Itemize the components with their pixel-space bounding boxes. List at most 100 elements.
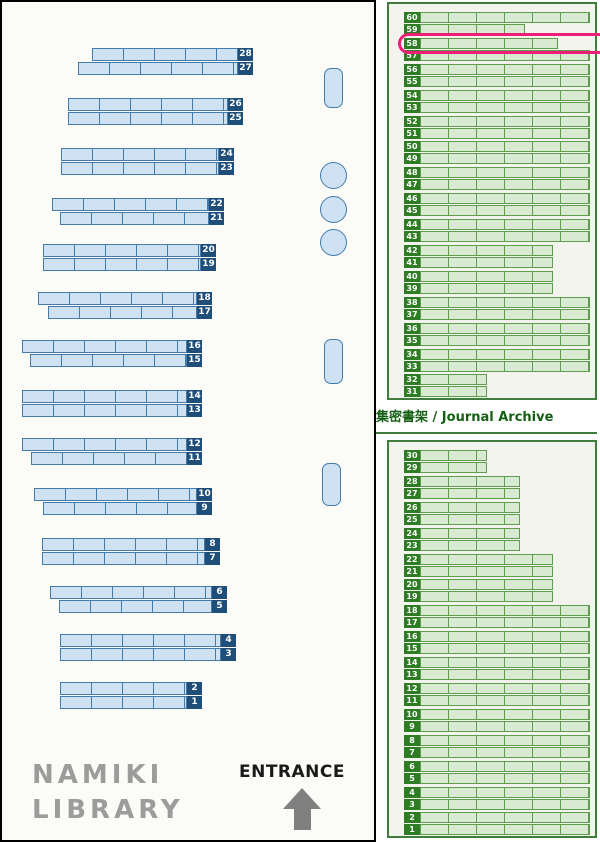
shelf-bar <box>22 404 187 417</box>
shelf-number-badge: 22 <box>404 553 420 565</box>
shelf-bar <box>420 746 590 758</box>
shelf-number-badge: 25 <box>404 513 420 525</box>
floor-shelf-row: 25 <box>68 112 243 125</box>
shelf-number-badge: 59 <box>404 24 420 35</box>
floor-shelf-row: 24 <box>61 148 234 161</box>
archive-shelf-row: 42 <box>404 245 595 257</box>
shelf-bar <box>420 565 553 577</box>
archive-shelf-row: 30 <box>404 450 595 461</box>
archive-shelf-row: 11 <box>404 695 595 707</box>
shelf-bar <box>420 617 590 629</box>
journal-archive-heading: 集密書架 / Journal Archive <box>376 404 597 434</box>
shelf-number-badge: 6 <box>212 586 227 599</box>
study-desk <box>322 463 341 506</box>
shelf-bar <box>420 527 520 539</box>
floor-shelf-row: 21 <box>60 212 224 225</box>
shelf-bar <box>420 75 590 87</box>
shelf-number-badge: 7 <box>404 746 420 758</box>
shelf-bar <box>61 148 219 161</box>
shelf-bar <box>420 115 590 127</box>
shelf-number-badge: 25 <box>228 112 243 125</box>
shelf-bar <box>420 49 590 61</box>
shelf-bar <box>38 292 197 305</box>
shelf-bar <box>420 812 590 824</box>
shelf-bar <box>34 488 197 501</box>
archive-shelf-row: 48 <box>404 167 595 179</box>
shelf-number-badge: 24 <box>219 148 234 161</box>
archive-shelf-row: 23 <box>404 539 595 551</box>
shelf-number-badge: 15 <box>187 354 202 367</box>
floor-shelf-row: 22 <box>52 198 224 211</box>
shelf-bar <box>42 538 205 551</box>
shelf-bar <box>60 696 187 709</box>
shelf-number-badge: 23 <box>219 162 234 175</box>
shelf-bar <box>420 193 590 205</box>
archive-shelf-row: 37 <box>404 308 595 320</box>
shelf-bar <box>420 462 487 473</box>
archive-shelf-row: 18 <box>404 605 595 617</box>
archive-shelf-row: 56 <box>404 63 595 75</box>
shelf-number-badge: 2 <box>404 812 420 824</box>
archive-shelf-row: 53 <box>404 101 595 113</box>
shelf-number-badge: 19 <box>404 591 420 603</box>
shelf-number-badge: 14 <box>187 390 202 403</box>
shelf-bar <box>420 450 487 461</box>
archive-shelf-row: 25 <box>404 513 595 525</box>
floor-shelf-row: 9 <box>43 502 212 515</box>
shelf-number-badge: 19 <box>201 258 216 271</box>
shelf-bar <box>48 306 197 319</box>
shelf-number-badge: 47 <box>404 179 420 191</box>
archive-shelf-row: 22 <box>404 553 595 565</box>
shelf-bar <box>50 586 212 599</box>
library-name-line1: NAMIKI <box>32 760 164 790</box>
shelf-bar <box>420 501 520 513</box>
floor-shelf-row: 18 <box>38 292 212 305</box>
archive-shelf-row: 47 <box>404 179 595 191</box>
shelf-bar <box>420 720 590 732</box>
shelf-number-badge: 11 <box>404 695 420 707</box>
archive-shelf-row: 40 <box>404 270 595 282</box>
shelf-bar <box>43 502 197 515</box>
shelf-number-badge: 39 <box>404 282 420 294</box>
archive-shelf-row: 31 <box>404 386 595 398</box>
shelf-bar <box>420 475 520 487</box>
shelf-bar <box>420 245 553 257</box>
shelf-bar <box>420 24 525 35</box>
archive-shelf-row: 38 <box>404 296 595 308</box>
archive-shelf-row: 36 <box>404 322 595 334</box>
floor-shelf-row: 19 <box>43 258 216 271</box>
shelf-bar <box>43 244 201 257</box>
shelf-bar <box>420 360 590 372</box>
shelf-number-badge: 29 <box>404 462 420 473</box>
shelf-bar <box>420 167 590 179</box>
floor-shelf-row: 8 <box>42 538 220 551</box>
floor-shelf-row: 1 <box>60 696 202 709</box>
shelf-bar <box>68 98 228 111</box>
shelf-number-badge: 21 <box>404 565 420 577</box>
shelf-bar <box>420 631 590 643</box>
shelf-bar <box>420 657 590 669</box>
study-desk <box>324 339 343 384</box>
shelf-number-badge: 20 <box>404 579 420 591</box>
floor-shelf-row: 15 <box>30 354 202 367</box>
study-desk <box>324 68 343 108</box>
shelf-number-badge: 10 <box>197 488 212 501</box>
shelf-number-badge: 12 <box>404 683 420 695</box>
shelf-bar <box>22 390 187 403</box>
shelf-bar <box>420 257 553 269</box>
shelf-bar <box>420 579 553 591</box>
shelf-number-badge: 40 <box>404 270 420 282</box>
shelf-bar <box>420 683 590 695</box>
